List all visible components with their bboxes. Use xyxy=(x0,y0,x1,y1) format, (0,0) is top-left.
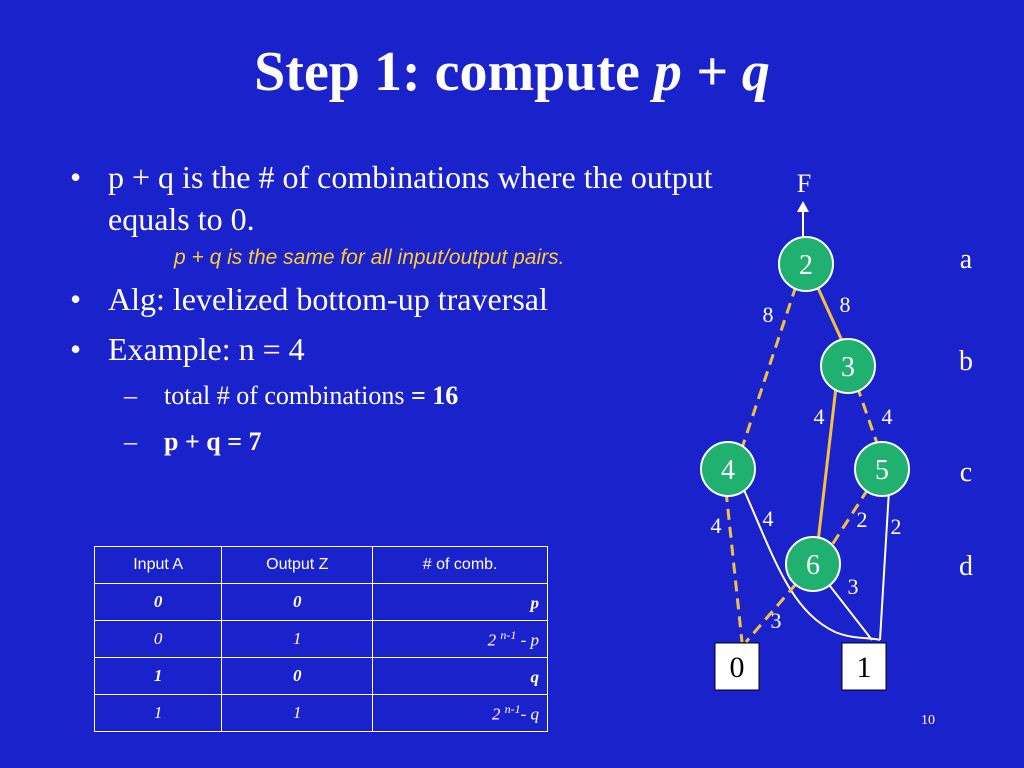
variable-label-d: d xyxy=(959,551,973,582)
node-label: 6 xyxy=(806,550,820,581)
sub-bullet-item: –total # of combinations = 16 xyxy=(124,381,459,410)
terminal-label: 0 xyxy=(730,651,745,684)
node-label: 2 xyxy=(799,250,813,281)
header-num-comb: # of comb. xyxy=(372,546,548,584)
edge-2-4 xyxy=(740,285,798,449)
edge-label: 4 xyxy=(882,404,893,429)
bdd-node: 5 xyxy=(854,441,910,497)
edge-6-1 xyxy=(829,585,873,641)
variable-label-c: c xyxy=(960,457,972,488)
terminal-node: 0 xyxy=(714,642,760,691)
table-row: 1 0 q xyxy=(93,657,548,695)
header-output-z: Output Z xyxy=(221,546,374,584)
edge-4-1 xyxy=(743,489,881,641)
terminal-node: 1 xyxy=(841,642,887,691)
edge-3-5 xyxy=(855,385,880,447)
sub-bullet-item: –p + q = 7 xyxy=(124,427,262,456)
edge-4-0 xyxy=(724,490,744,643)
node-label: 3 xyxy=(841,352,855,383)
edge-5-6 xyxy=(830,488,870,546)
bdd-node: 2 xyxy=(778,236,834,292)
node-label: 4 xyxy=(721,455,735,486)
edge-label: 8 xyxy=(840,292,851,317)
edge-label: 2 xyxy=(891,514,902,539)
edge-label: 4 xyxy=(711,513,722,538)
bullet-note: p + q is the same for all input/output p… xyxy=(174,246,565,269)
bullet-item: •Alg: levelized bottom-up traversal xyxy=(70,281,548,317)
table-row: 1 1 2 n-1- q xyxy=(93,694,548,732)
edge-label: 8 xyxy=(763,302,774,327)
output-label-f: F xyxy=(797,169,811,198)
bullet-list: •p + q is the # of combinations where th… xyxy=(60,156,720,470)
terminal-label: 1 xyxy=(857,651,872,684)
page-number: 10 xyxy=(921,713,935,728)
table-row: 0 0 p xyxy=(93,583,548,621)
edge-2-3 xyxy=(816,287,845,344)
node-label: 5 xyxy=(875,455,889,486)
edge-6-0 xyxy=(744,583,798,643)
title-expression: p + q xyxy=(653,41,770,103)
bdd-node: 6 xyxy=(785,536,841,592)
bullet-item: •p + q is the # of combinations where th… xyxy=(70,159,713,237)
edge-3-6 xyxy=(816,386,838,543)
truth-table: Input A Output Z # of comb. 0 0 p 0 1 2 … xyxy=(93,546,548,732)
bdd-node: 3 xyxy=(820,338,876,394)
bdd-node: 4 xyxy=(700,441,756,497)
edge-5-1 xyxy=(879,489,890,641)
edge-label: 3 xyxy=(771,608,782,633)
table-header-row: Input A Output Z # of comb. xyxy=(93,546,548,584)
edge-label: 4 xyxy=(814,404,825,429)
variable-label-b: b xyxy=(959,346,973,377)
bullet-item: •Example: n = 4 xyxy=(70,331,305,367)
edge-label: 3 xyxy=(848,574,859,599)
arrow-head-icon xyxy=(797,201,809,212)
table-row: 0 1 2 n-1 - p xyxy=(93,620,548,658)
header-input-a: Input A xyxy=(93,546,223,584)
edge-label: 4 xyxy=(763,506,774,531)
edge-label: 2 xyxy=(857,507,868,532)
slide-title: Step 1: compute p + q xyxy=(254,41,770,103)
variable-label-a: a xyxy=(960,244,973,275)
